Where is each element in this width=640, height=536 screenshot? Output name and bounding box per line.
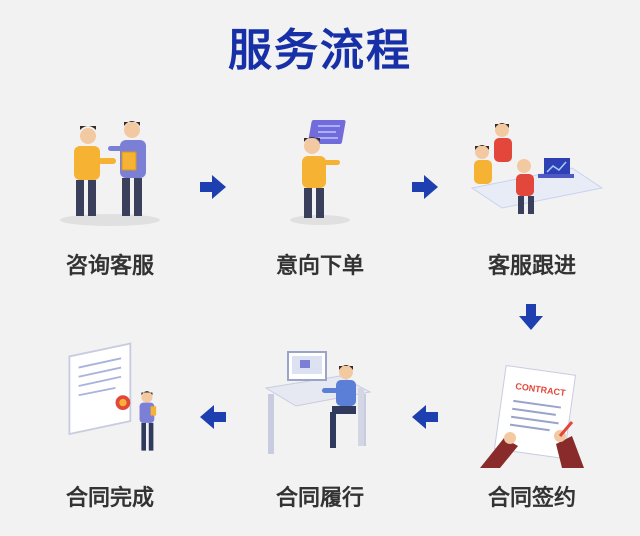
step-label: 咨询客服 — [65, 254, 154, 279]
arrow-left-icon — [200, 405, 226, 429]
order-illustration — [290, 120, 350, 225]
followup-illustration — [470, 123, 604, 214]
step-label: 客服跟进 — [487, 254, 576, 279]
step-label: 合同履行 — [275, 486, 364, 511]
arrow-down-icon — [519, 304, 543, 330]
perform-illustration — [264, 351, 372, 454]
step-label: 合同签约 — [487, 486, 576, 511]
step-label: 意向下单 — [275, 254, 364, 279]
arrow-left-icon — [412, 405, 438, 429]
step-label: 合同完成 — [65, 486, 154, 511]
consult-illustration — [60, 121, 160, 226]
page-title: 服务流程 — [228, 25, 412, 76]
arrow-right-icon — [200, 175, 226, 199]
sign-illustration: CONTRACT — [480, 364, 584, 468]
complete-illustration — [68, 342, 157, 451]
arrow-right-icon — [412, 175, 438, 199]
